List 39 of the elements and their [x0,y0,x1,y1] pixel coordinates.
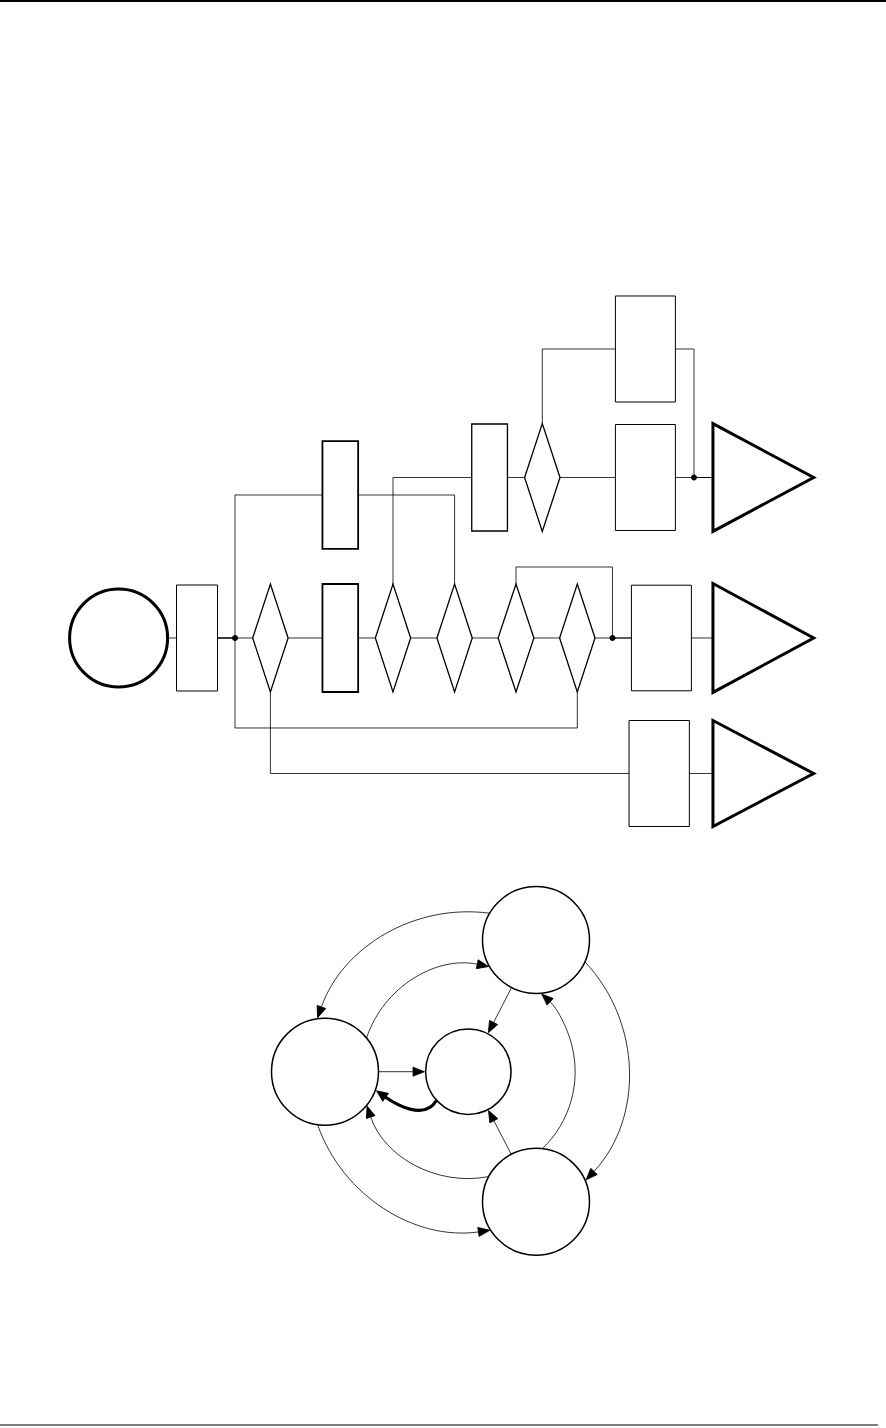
connector-line [410,637,438,639]
connector-line [270,691,630,774]
arrow [378,1066,425,1077]
circle [270,1017,380,1126]
arrow [366,959,489,1039]
rectangle [321,583,360,693]
circle [424,1028,512,1116]
connector-line [507,477,525,478]
connector-line [594,637,632,639]
arrow [487,987,512,1034]
rectangle [614,295,676,403]
connector-line [688,773,714,774]
connector-line [559,477,616,478]
connector-line [357,494,455,585]
arrow [317,1124,491,1237]
arrow [488,1110,512,1155]
arrow [584,961,630,1181]
rectangle [614,424,676,531]
connector-line [287,637,323,639]
arrow [541,993,576,1149]
arrow [366,1105,490,1179]
connector-line [675,348,714,478]
circle [481,885,591,995]
connector-line [471,637,499,639]
arrow [316,911,491,1019]
circle [68,587,170,689]
rectangle [630,584,692,692]
rectangle [176,584,218,692]
connector-line [533,637,560,639]
circle [481,1147,591,1256]
connector-line [541,348,616,424]
connector-line [167,637,177,639]
connector-line [691,637,714,639]
connector-line [392,477,473,585]
connector-line [217,637,578,729]
rectangle [628,720,690,827]
rectangle [321,440,360,550]
connector-line [357,637,376,639]
rectangle [471,423,509,532]
